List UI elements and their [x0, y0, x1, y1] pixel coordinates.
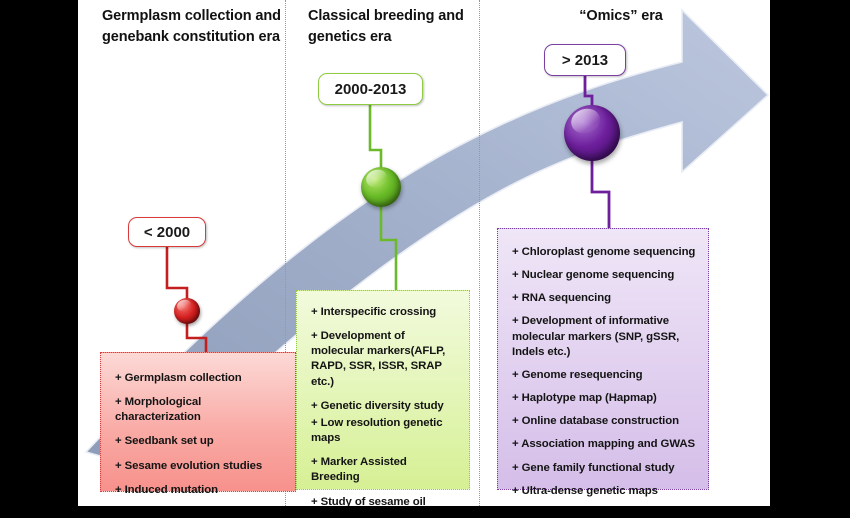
list-item: + Induced mutation	[115, 483, 218, 496]
connector-purple-lower	[590, 158, 611, 229]
list-item: + Genetic diversity study	[311, 399, 444, 412]
purple-sphere-marker	[564, 105, 620, 161]
list-item: + Marker Assisted Breeding	[311, 456, 407, 484]
red-sphere-marker	[174, 298, 200, 324]
green-sphere-marker	[361, 167, 401, 207]
list-item: + Low resolution genetic maps	[311, 416, 443, 445]
date-pill-before-2000[interactable]: < 2000	[128, 217, 206, 247]
connector-green-lower	[379, 205, 398, 291]
date-pill-2000-2013[interactable]: 2000-2013	[318, 73, 423, 105]
content-box-germplasm: + Germplasm collection + Morphological c…	[100, 352, 296, 496]
list-item: + Seedbank set up	[115, 435, 214, 448]
date-pill-after-2013[interactable]: > 2013	[544, 44, 626, 76]
figure-canvas: Germplasm collection and genebank consti…	[78, 0, 770, 506]
connector-red-lower	[185, 322, 208, 353]
list-item: + Ultra-dense genetic maps	[512, 484, 658, 497]
sphere-gloss-highlight	[567, 105, 603, 137]
list-item: + Development of molecular markers(AFLP,…	[311, 330, 446, 388]
sphere-gloss-highlight	[363, 167, 389, 190]
list-item: + Development of informative molecular m…	[512, 315, 680, 358]
connector-green-upper	[368, 105, 383, 170]
content-box-omics: + Chloroplast genome sequencing + Nuclea…	[497, 228, 709, 497]
list-item: + Sesame evolution studies	[115, 459, 263, 472]
list-item: + Morphological characterization	[115, 396, 202, 424]
era-header-germplasm: Germplasm collection and genebank consti…	[102, 8, 281, 45]
list-item: + Gene family functional study	[512, 461, 675, 474]
list-item: + Chloroplast genome sequencing	[512, 246, 696, 258]
sphere-gloss-highlight	[175, 298, 192, 313]
era-header-omics: “Omics” era	[579, 8, 663, 24]
list-item: + Association mapping and GWAS	[512, 438, 695, 451]
column-divider-2	[479, 0, 480, 506]
column-divider-1	[285, 0, 286, 506]
list-item: + Genome resequencing	[512, 368, 643, 381]
list-item: + Haplotype map (Hapmap)	[512, 392, 657, 405]
list-item: + Study of sesame oil nutritional and ph…	[311, 495, 426, 506]
list-item: + Nuclear genome sequencing	[512, 269, 675, 282]
era-header-classical-breeding: Classical breeding and genetics era	[308, 8, 464, 45]
list-item: + Interspecific crossing	[311, 306, 437, 318]
list-item: + Germplasm collection	[115, 372, 242, 384]
content-box-classical-breeding: + Interspecific crossing + Development o…	[296, 290, 470, 506]
connector-red-upper	[165, 247, 189, 300]
list-item: + RNA sequencing	[512, 292, 611, 305]
list-item: + Online database construction	[512, 415, 679, 428]
